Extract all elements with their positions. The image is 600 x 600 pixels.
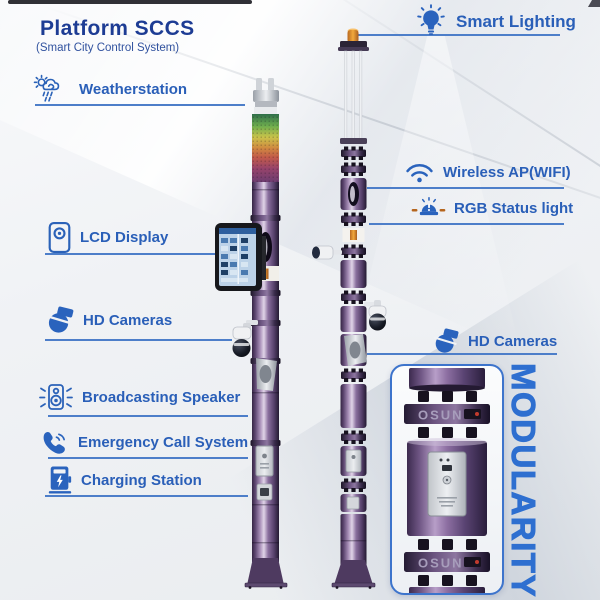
feature-connector-line bbox=[367, 187, 564, 189]
page-title: Platform SCCS bbox=[40, 17, 195, 40]
feature-connector-line bbox=[45, 339, 232, 341]
feature-label: Wireless AP(WIFI) bbox=[443, 164, 571, 181]
status-beacon-icon bbox=[411, 196, 446, 221]
module-connector-ring bbox=[341, 212, 366, 226]
feature-label: Emergency Call System bbox=[78, 434, 249, 451]
page-subtitle: (Smart City Control System) bbox=[36, 42, 180, 54]
module-brand-text: OSUN bbox=[418, 408, 464, 423]
feature-connector-line bbox=[48, 415, 248, 417]
emergency-module bbox=[340, 446, 367, 476]
camera-module-left bbox=[312, 245, 367, 288]
module-connector-ring bbox=[341, 478, 366, 492]
lighting-module bbox=[338, 28, 369, 144]
module-main-cylinder bbox=[407, 438, 487, 536]
modularity-detail-panel: OSUN OSUN bbox=[390, 364, 504, 595]
broadcast-speaker-icon bbox=[38, 382, 74, 413]
feature-label: Broadcasting Speaker bbox=[82, 389, 241, 406]
feature-connector-line bbox=[369, 223, 564, 225]
feature-connector-line bbox=[358, 34, 560, 36]
feature-connector-line bbox=[367, 353, 557, 355]
module-connector-ring bbox=[341, 146, 366, 160]
modularity-title: MODULARITY bbox=[505, 363, 543, 599]
module-bottom-cylinder bbox=[409, 587, 485, 593]
emergency-phone-icon bbox=[40, 429, 70, 456]
lcd-display-icon bbox=[47, 221, 72, 254]
weather-station-icon bbox=[33, 74, 71, 104]
module-top-cylinder bbox=[409, 368, 485, 392]
feature-weatherstation: Weatherstation bbox=[33, 74, 187, 104]
feature-label: LCD Display bbox=[80, 229, 169, 246]
wifi-module bbox=[340, 178, 367, 210]
feature-label: HD Cameras bbox=[83, 311, 173, 329]
module-brand-text: OSUN bbox=[418, 556, 464, 571]
right-pole bbox=[312, 28, 387, 589]
emergency-panel bbox=[255, 445, 274, 477]
module-connector-ring bbox=[341, 162, 366, 176]
charging-station-icon bbox=[47, 465, 73, 495]
feature-label: Charging Station bbox=[81, 471, 202, 489]
feature-label: RGB Status light bbox=[454, 200, 574, 217]
feature-emergency-call: Emergency Call System bbox=[40, 429, 248, 456]
speaker-horn bbox=[256, 358, 277, 391]
speaker-module bbox=[340, 334, 367, 366]
left-pole bbox=[215, 78, 288, 589]
module-connector-ring bbox=[341, 368, 366, 382]
feature-lcd-display: LCD Display bbox=[47, 221, 168, 254]
pole-base bbox=[244, 558, 288, 589]
charging-outlet bbox=[256, 483, 273, 501]
pole-module bbox=[340, 384, 367, 428]
module-connector-ring bbox=[341, 430, 366, 444]
camera-module-right bbox=[340, 300, 387, 332]
module-connector-ring bbox=[341, 290, 366, 304]
feature-broadcasting-speaker: Broadcasting Speaker bbox=[38, 382, 240, 413]
charging-module bbox=[340, 494, 367, 512]
feature-charging-station: Charging Station bbox=[47, 465, 202, 495]
wifi-icon bbox=[404, 161, 435, 184]
module-brand-ring: OSUN bbox=[404, 552, 490, 572]
lcd-display-panel bbox=[215, 223, 266, 291]
rgb-led-section bbox=[252, 114, 279, 182]
feature-label: Weatherstation bbox=[79, 80, 188, 98]
module-brand-ring: OSUN bbox=[404, 404, 490, 424]
feature-wireless-ap: Wireless AP(WIFI) bbox=[404, 161, 571, 184]
module-connector-pins bbox=[418, 427, 477, 438]
feature-label: Smart Lighting bbox=[456, 11, 576, 31]
feature-label: HD Cameras bbox=[468, 332, 558, 350]
weatherstation-sensor bbox=[253, 78, 279, 114]
feature-hd-cameras-right: HD Cameras bbox=[433, 328, 557, 354]
rgb-status-module bbox=[342, 228, 365, 242]
feature-connector-line bbox=[35, 104, 245, 106]
module-connector-pins bbox=[418, 539, 477, 550]
ptz-camera bbox=[232, 320, 258, 357]
module-detail-illustration: OSUN OSUN bbox=[404, 368, 490, 593]
feature-connector-line bbox=[45, 495, 248, 497]
feature-hd-cameras-left: HD Cameras bbox=[46, 306, 172, 334]
top-edge-strip bbox=[8, 0, 252, 4]
feature-smart-lighting: Smart Lighting bbox=[414, 4, 576, 39]
dome-camera-icon bbox=[46, 306, 75, 334]
module-connector-pins bbox=[418, 391, 477, 402]
module-connector-ring bbox=[341, 244, 366, 258]
feature-connector-line bbox=[45, 253, 215, 255]
module-connector-pins bbox=[418, 575, 477, 586]
base-module bbox=[331, 514, 376, 589]
dome-camera-icon bbox=[433, 328, 460, 354]
feature-rgb-status-light: RGB Status light bbox=[411, 196, 573, 221]
feature-connector-line bbox=[48, 457, 248, 459]
lightbulb-icon bbox=[414, 4, 448, 39]
